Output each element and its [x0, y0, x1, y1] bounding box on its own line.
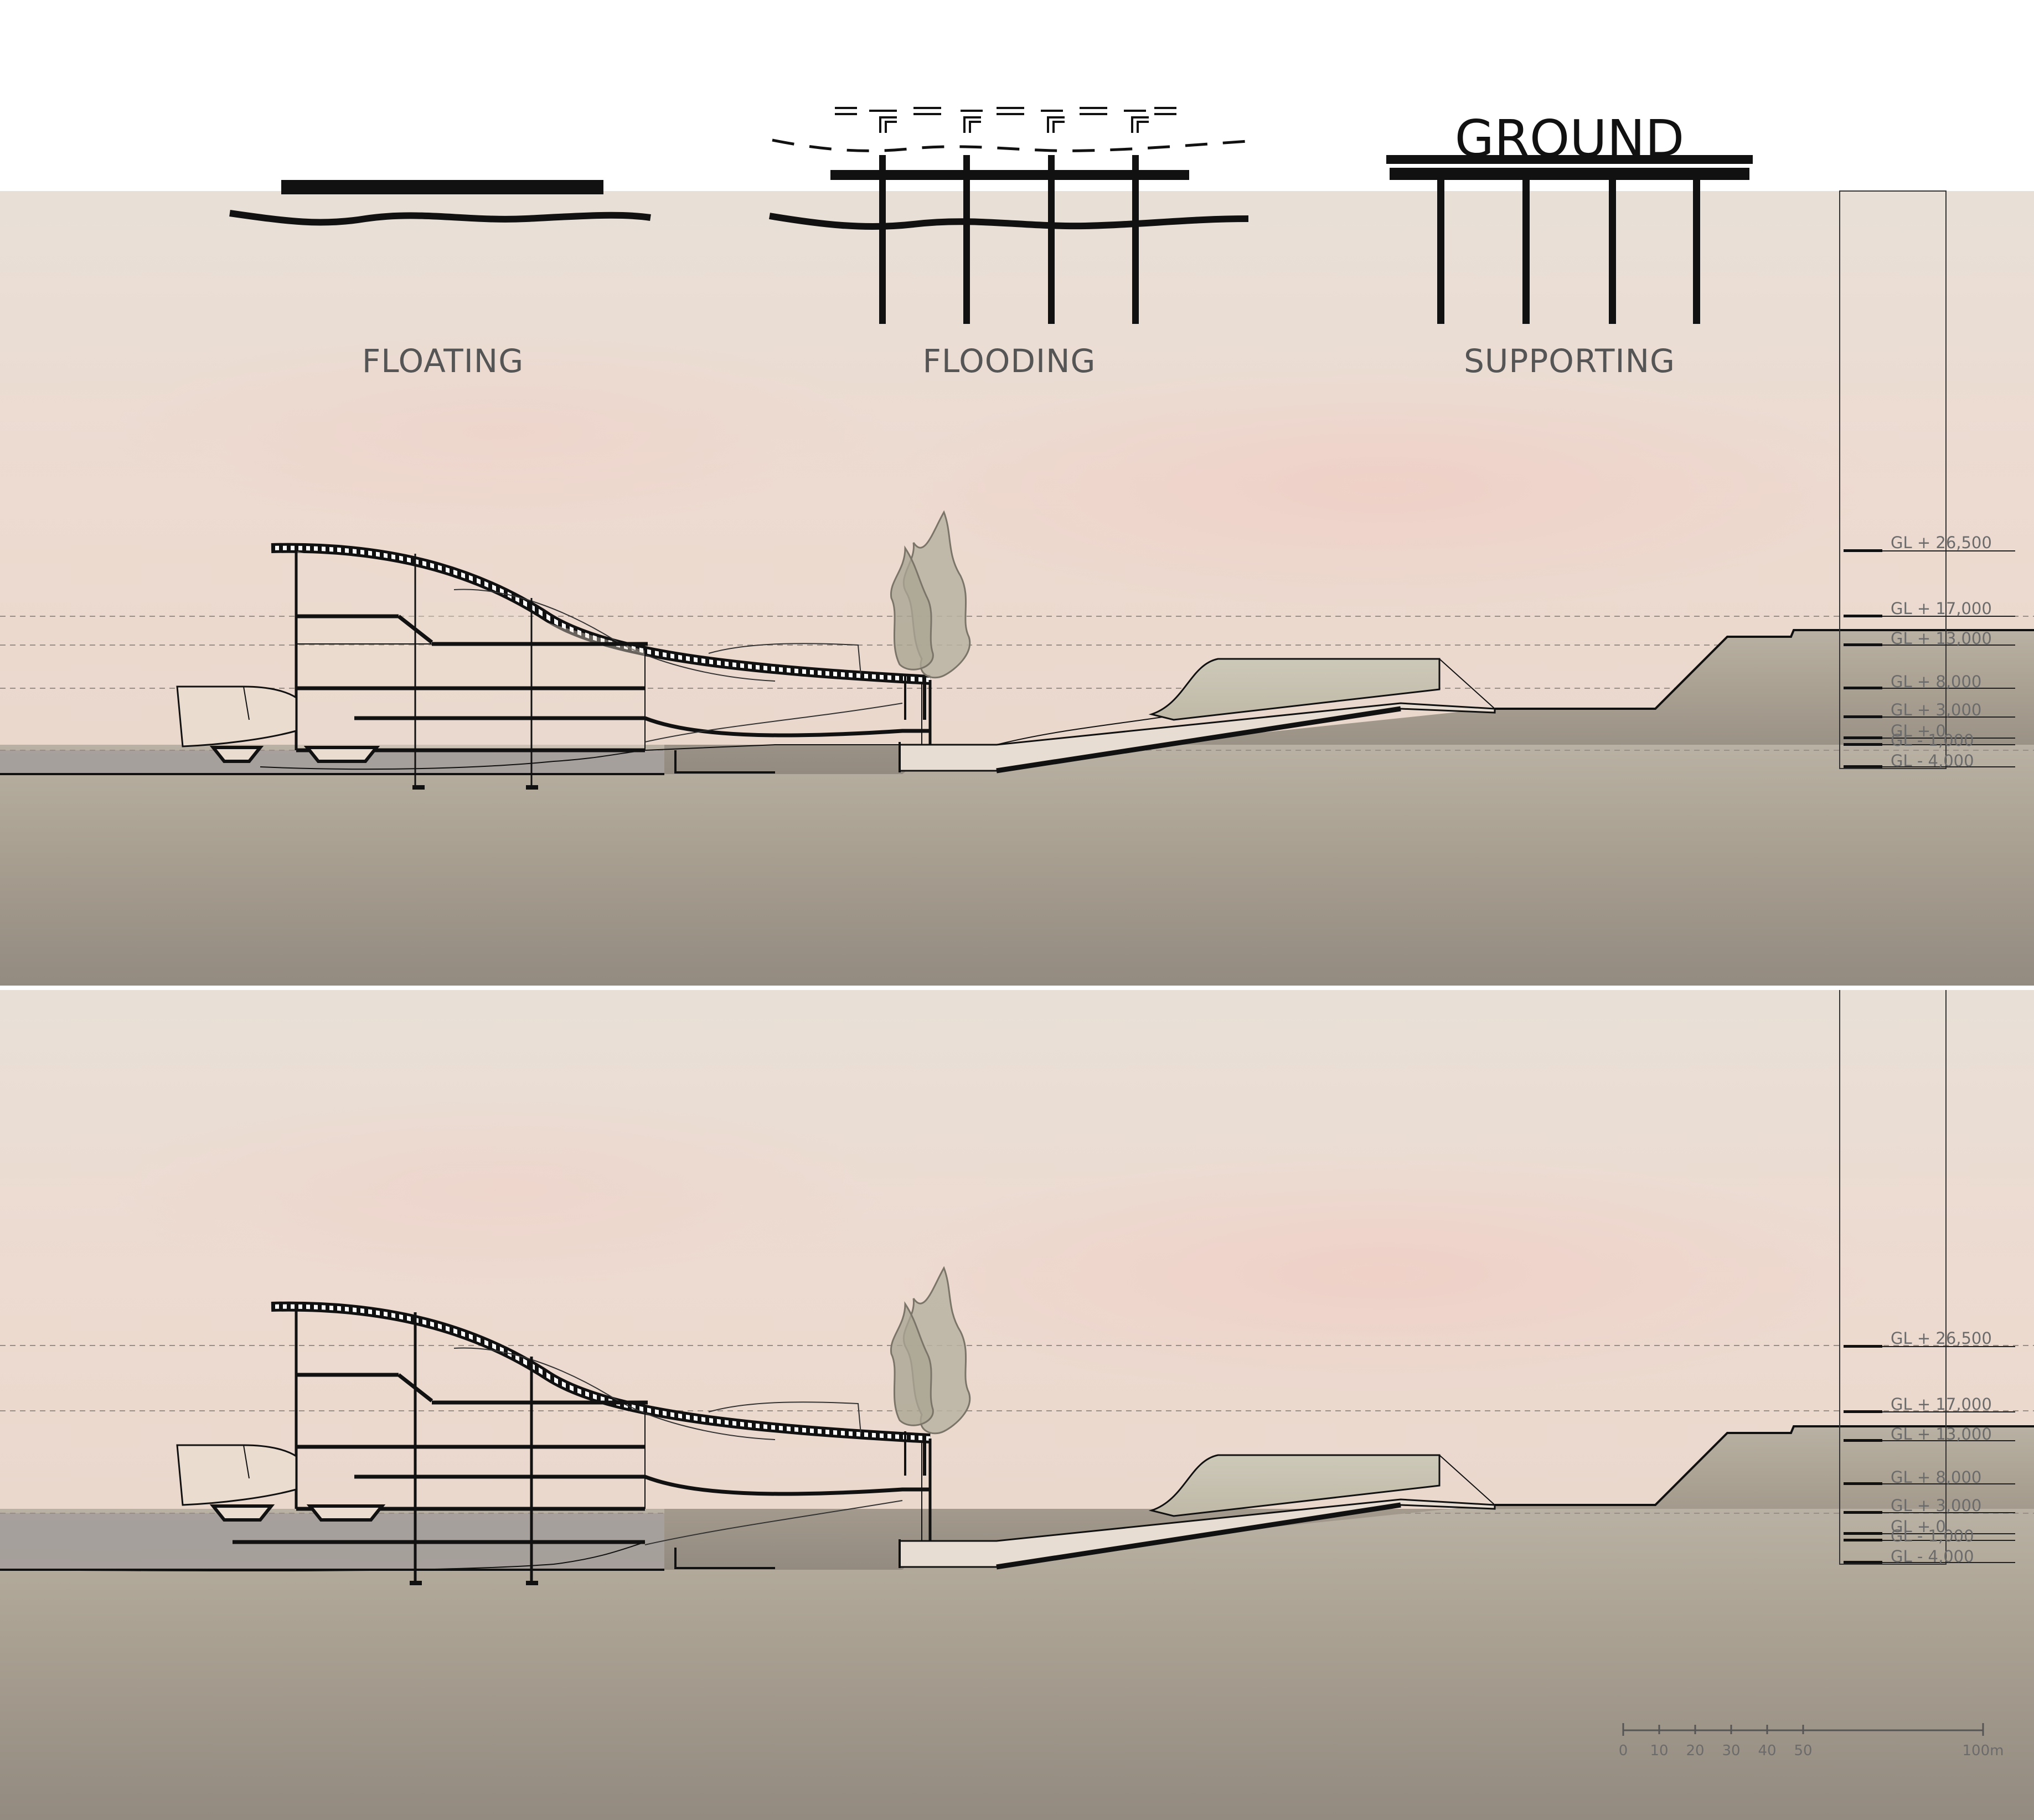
level-label: GL + 26,500: [1891, 1329, 1992, 1348]
scale-bar: 0 10 20 30 40 50 100m: [1619, 1723, 2004, 1759]
ground-label: GROUND: [1455, 109, 1685, 168]
flooding-stilts-icon: [769, 107, 1249, 324]
scale-end-label: 100m: [1963, 1742, 2004, 1759]
level-label: GL - 1,000: [1891, 731, 1974, 750]
level-label: GL - 1,000: [1891, 1527, 1974, 1545]
scale-tick-label: 30: [1722, 1742, 1740, 1759]
floating-platform-icon: [229, 180, 651, 226]
concept-label-floating: FLOATING: [362, 342, 524, 380]
section-panel-upper: [0, 190, 2034, 988]
level-label: GL + 8,000: [1891, 672, 1981, 691]
level-label: GL - 4,000: [1891, 751, 1974, 770]
level-markers-upper: GL + 26,500 GL + 17,000 GL + 13,000 GL +…: [1844, 533, 2015, 770]
level-label: GL + 17,000: [1891, 599, 1992, 618]
scale-tick-label: 50: [1794, 1742, 1812, 1759]
scale-tick-label: 20: [1686, 1742, 1704, 1759]
level-label: GL + 0: [1891, 721, 1946, 740]
level-label: GL + 17,000: [1891, 1395, 1992, 1414]
section-panel-lower: [0, 988, 2034, 1820]
scale-tick-label: 10: [1650, 1742, 1668, 1759]
level-label: GL + 13,000: [1891, 1425, 1992, 1443]
level-label: GL + 26,500: [1891, 533, 1992, 552]
level-label: GL + 3,000: [1891, 1496, 1981, 1515]
level-label: GL + 3,000: [1891, 700, 1981, 719]
supporting-piles-icon: GROUND: [1386, 109, 1753, 324]
level-label: GL - 4,000: [1891, 1547, 1974, 1566]
level-label: GL + 8,000: [1891, 1468, 1981, 1487]
concept-label-flooding: FLOODING: [922, 342, 1096, 380]
level-label: GL + 13,000: [1891, 629, 1992, 648]
scale-tick-label: 0: [1619, 1742, 1628, 1759]
scale-tick-label: 40: [1758, 1742, 1776, 1759]
concept-label-supporting: SUPPORTING: [1464, 342, 1675, 380]
level-markers-lower: GL + 26,500 GL + 17,000 GL + 13,000 GL +…: [1844, 1329, 2015, 1566]
tower-outline: [1839, 190, 1947, 769]
building-section-lower: [0, 1301, 932, 1585]
level-label: GL + 0: [1891, 1517, 1946, 1536]
building-section-upper: [176, 543, 932, 790]
